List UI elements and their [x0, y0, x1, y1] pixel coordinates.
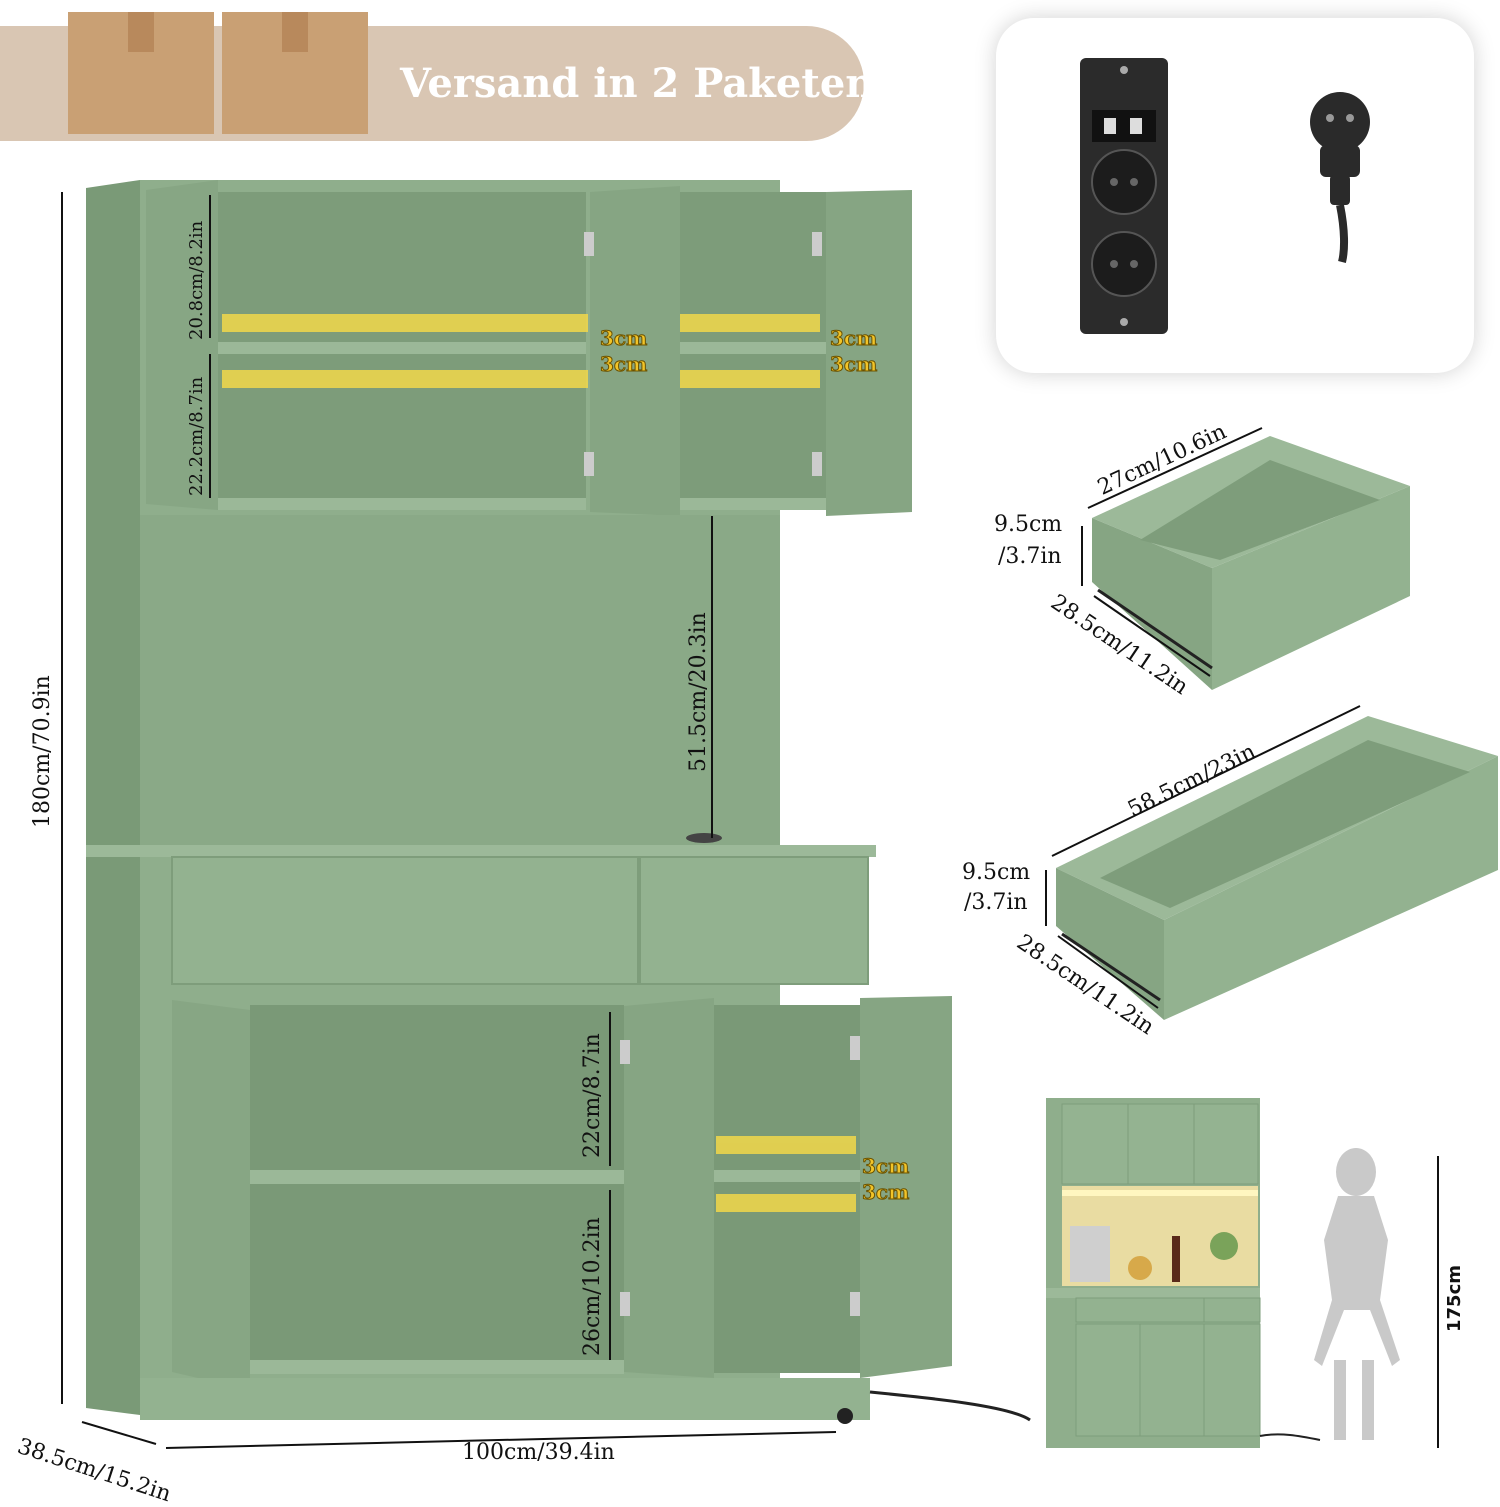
cardboard-box-icon: [222, 12, 368, 134]
small-drawer: [1092, 436, 1410, 690]
upper-top-label: 20.8cm/8.2in: [186, 220, 207, 340]
large-drawer-height-in: /3.7in: [964, 890, 1028, 915]
lower-top-label: 22cm/8.7in: [580, 1033, 605, 1158]
person-height-label: 175cm: [1444, 1265, 1465, 1332]
width-label: 100cm/39.4in: [462, 1440, 615, 1465]
large-drawer: [1056, 716, 1498, 1020]
shelf-step-label: 3cm: [599, 352, 648, 377]
shelf-step-label: 3cm: [861, 1154, 910, 1179]
dimension-lines: [61, 192, 1439, 1449]
small-drawer-height-cm: 9.5cm: [994, 512, 1063, 537]
woman-silhouette-icon: [1314, 1148, 1400, 1440]
main-cabinet: [86, 180, 1031, 1424]
shelf-step-label: 3cm: [829, 326, 878, 351]
shelf-step-label: 3cm: [861, 1180, 910, 1205]
lower-bottom-label: 26cm/10.2in: [580, 1217, 605, 1356]
upper-bottom-label: 22.2cm/8.7in: [186, 376, 207, 496]
cardboard-box-icon: [68, 12, 214, 134]
eu-plug-icon: [1310, 92, 1370, 263]
shelf-step-label: 3cm: [829, 352, 878, 377]
shipping-label: Versand in 2 Paketen: [400, 60, 875, 107]
mini-cabinet: [1046, 1098, 1321, 1448]
height-total-label: 180cm/70.9in: [30, 675, 55, 828]
power-strip-icon: [1080, 58, 1168, 334]
shelf-markers: [222, 314, 856, 1212]
small-drawer-height-in: /3.7in: [998, 544, 1062, 569]
shelf-step-label: 3cm: [599, 326, 648, 351]
power-outlet-card: [996, 18, 1474, 373]
open-section-label: 51.5cm/20.3in: [686, 612, 711, 772]
large-drawer-height-cm: 9.5cm: [962, 860, 1031, 885]
